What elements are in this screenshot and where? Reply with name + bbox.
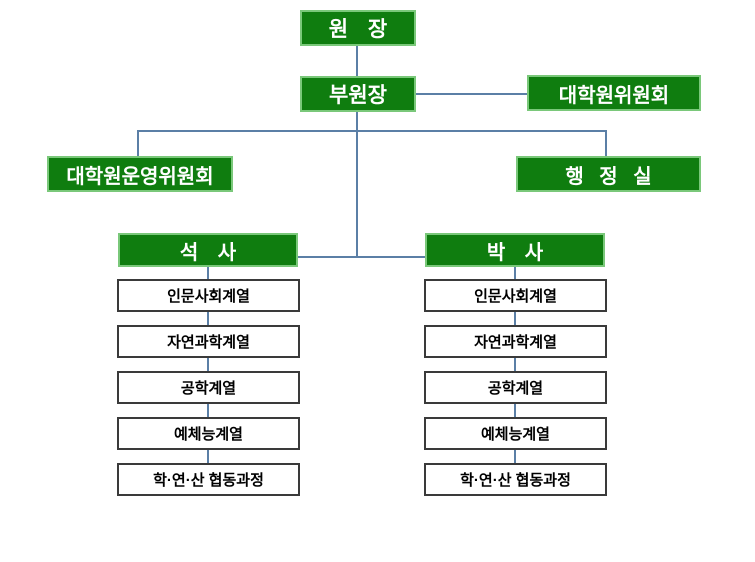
connector-drop-administrative-office bbox=[605, 130, 607, 156]
doctorate-program-1[interactable]: 자연과학계열 bbox=[424, 325, 607, 358]
node-director-label: 원 장 bbox=[328, 18, 395, 41]
masters-program-0[interactable]: 인문사회계열 bbox=[117, 279, 300, 312]
masters-program-3-label: 예체능계열 bbox=[173, 426, 243, 443]
node-vice-director-label: 부원장 bbox=[329, 84, 387, 107]
doctorate-program-3[interactable]: 예체능계열 bbox=[424, 417, 607, 450]
connector-doctorate-stub-4 bbox=[514, 450, 516, 463]
masters-program-3[interactable]: 예체능계열 bbox=[117, 417, 300, 450]
doctorate-program-3-label: 예체능계열 bbox=[480, 426, 550, 443]
doctorate-program-4-label: 학·연·산 협동과정 bbox=[460, 472, 571, 489]
connector-masters-doctorate-bar bbox=[298, 256, 425, 258]
connector-doctorate-stub-0 bbox=[514, 267, 516, 279]
masters-program-1-label: 자연과학계열 bbox=[167, 334, 250, 351]
masters-program-4-label: 학·연·산 협동과정 bbox=[153, 472, 264, 489]
connector-drop-operating-committee bbox=[137, 130, 139, 156]
masters-program-4[interactable]: 학·연·산 협동과정 bbox=[117, 463, 300, 496]
doctorate-program-0-label: 인문사회계열 bbox=[474, 288, 557, 305]
doctorate-program-2-label: 공학계열 bbox=[487, 380, 544, 397]
doctorate-program-4[interactable]: 학·연·산 협동과정 bbox=[424, 463, 607, 496]
node-administrative-office-label: 행 정 실 bbox=[565, 165, 657, 188]
connector-branch-bar bbox=[137, 130, 607, 132]
connector-doctorate-stub-1 bbox=[514, 312, 516, 325]
masters-program-2[interactable]: 공학계열 bbox=[117, 371, 300, 404]
node-graduate-operating-committee[interactable]: 대학원운영위원회 bbox=[47, 156, 233, 192]
node-masters[interactable]: 석 사 bbox=[118, 233, 298, 267]
doctorate-program-0[interactable]: 인문사회계열 bbox=[424, 279, 607, 312]
connector-masters-stub-4 bbox=[207, 450, 209, 463]
connector-masters-stub-1 bbox=[207, 312, 209, 325]
connector-masters-stub-2 bbox=[207, 358, 209, 371]
connector-director-to-vice bbox=[356, 46, 358, 76]
doctorate-program-2[interactable]: 공학계열 bbox=[424, 371, 607, 404]
node-graduate-operating-committee-label: 대학원운영위원회 bbox=[66, 165, 214, 188]
connector-vice-to-graduate-committee bbox=[415, 93, 527, 95]
node-vice-director[interactable]: 부원장 bbox=[300, 76, 416, 112]
node-graduate-committee[interactable]: 대학원위원회 bbox=[527, 75, 701, 111]
connector-doctorate-stub-3 bbox=[514, 404, 516, 417]
masters-program-1[interactable]: 자연과학계열 bbox=[117, 325, 300, 358]
node-doctorate-label: 박 사 bbox=[486, 241, 551, 264]
node-masters-label: 석 사 bbox=[179, 241, 244, 264]
connector-doctorate-stub-2 bbox=[514, 358, 516, 371]
masters-program-2-label: 공학계열 bbox=[180, 380, 237, 397]
node-doctorate[interactable]: 박 사 bbox=[425, 233, 605, 267]
connector-masters-stub-3 bbox=[207, 404, 209, 417]
connector-main-trunk bbox=[356, 112, 358, 258]
node-director[interactable]: 원 장 bbox=[300, 10, 416, 46]
node-administrative-office[interactable]: 행 정 실 bbox=[516, 156, 701, 192]
doctorate-program-1-label: 자연과학계열 bbox=[474, 334, 557, 351]
masters-program-0-label: 인문사회계열 bbox=[167, 288, 250, 305]
connector-masters-stub-0 bbox=[207, 267, 209, 279]
node-graduate-committee-label: 대학원위원회 bbox=[558, 84, 670, 107]
